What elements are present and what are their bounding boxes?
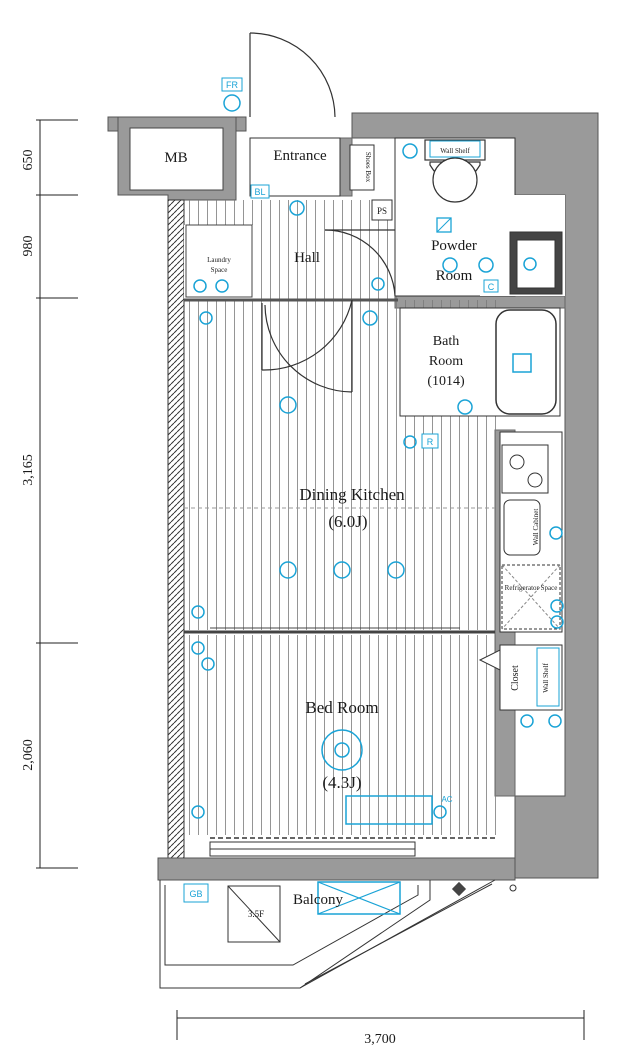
tag-fr: FR (226, 80, 238, 90)
washer-tap-2-icon (215, 279, 229, 293)
left-dimensions (36, 119, 78, 869)
label-bath-room-line: Room (429, 354, 463, 369)
powder-light-icon (442, 257, 458, 273)
tag-ac: AC (441, 795, 452, 804)
tag-c-box (483, 279, 499, 293)
drain-icon (451, 881, 467, 897)
dim-3165: 3,165 (21, 454, 36, 486)
label-laundry-space-line: Space (211, 266, 228, 274)
mb-room (129, 127, 224, 191)
label-refrigerator-space: Refrigerator Space (505, 584, 558, 592)
tag-r-box (421, 433, 439, 449)
floor-bed (184, 635, 499, 835)
dim-2060: 2,060 (21, 739, 36, 771)
hall-switch-icon (199, 311, 213, 325)
bath-light-icon (457, 399, 473, 415)
bath-drain-icon (512, 353, 532, 373)
label-laundry-space-line: Laundry (207, 256, 231, 264)
wall-shelf-powder (429, 140, 481, 158)
shoes-box (349, 144, 375, 191)
outer-wall-left (167, 199, 185, 861)
tag-bl: BL (254, 187, 265, 197)
room-closet (499, 644, 563, 711)
label-bath-room-line: (1014) (427, 374, 465, 389)
label-dining-kitchen: Dining Kitchen (299, 485, 405, 504)
hall-door (261, 299, 353, 393)
label-wall-shelf-powder: Wall Shelf (440, 147, 470, 155)
tag-c: C (488, 282, 495, 292)
dim-3700: 3,700 (364, 1032, 396, 1047)
label-closet: Closet (510, 665, 521, 691)
stove-icon (501, 444, 549, 494)
room-laundry (185, 224, 253, 298)
tag-bl-box (250, 184, 270, 199)
toilet-icon (424, 139, 486, 203)
label-bath-room-line: Bath (433, 334, 459, 349)
kitchen-sink-icon (503, 499, 541, 556)
label-bed-size: (4.3J) (322, 773, 361, 792)
outer-wall-bottom (157, 857, 516, 881)
label-shoes-box: Shoes Box (364, 152, 372, 183)
ceiling-lights (191, 200, 564, 819)
tag-3-5f: 3.5F (248, 909, 264, 919)
label-bed-room: Bed Room (305, 698, 378, 717)
dim-650: 650 (21, 150, 36, 171)
dim-980: 980 (21, 236, 36, 257)
tag-gb: GB (189, 889, 202, 899)
ac-unit (345, 795, 433, 825)
label-balcony: Balcony (293, 892, 343, 908)
paper-holder (436, 217, 452, 233)
tag-gb-box (183, 883, 209, 903)
powder-light-2-icon (402, 143, 418, 159)
ps-box (371, 199, 393, 221)
label-powder-room-line: Powder (431, 238, 477, 254)
entrance-door (249, 32, 336, 118)
label-entrance: Entrance (273, 148, 327, 164)
bathtub-icon (495, 309, 557, 415)
label-wall-shelf-closet: Wall Shelf (542, 663, 550, 693)
label-dining-size: (6.0J) (328, 512, 367, 531)
outdoor-small-circle (509, 884, 517, 892)
label-ps: PS (377, 206, 387, 216)
fire-detector-icon (223, 94, 241, 112)
tag-fr-box (221, 77, 243, 92)
balcony-ac-unit (317, 881, 401, 915)
label-wall-cabinet: Wall Cabinet (532, 509, 540, 546)
bottom-dimension (176, 1010, 585, 1040)
closet-wall-shelf (536, 647, 560, 707)
washer-tap-icon (193, 279, 207, 293)
tag-r: R (427, 437, 434, 447)
bed-ceiling-light (321, 729, 363, 771)
closet-marker (478, 649, 501, 671)
label-hall: Hall (294, 250, 320, 266)
label-powder-room-line: Room (436, 268, 473, 284)
label-mb: MB (164, 150, 187, 166)
powder-door (324, 229, 396, 297)
powder-fan-icon (478, 257, 494, 273)
balcony (159, 879, 496, 989)
